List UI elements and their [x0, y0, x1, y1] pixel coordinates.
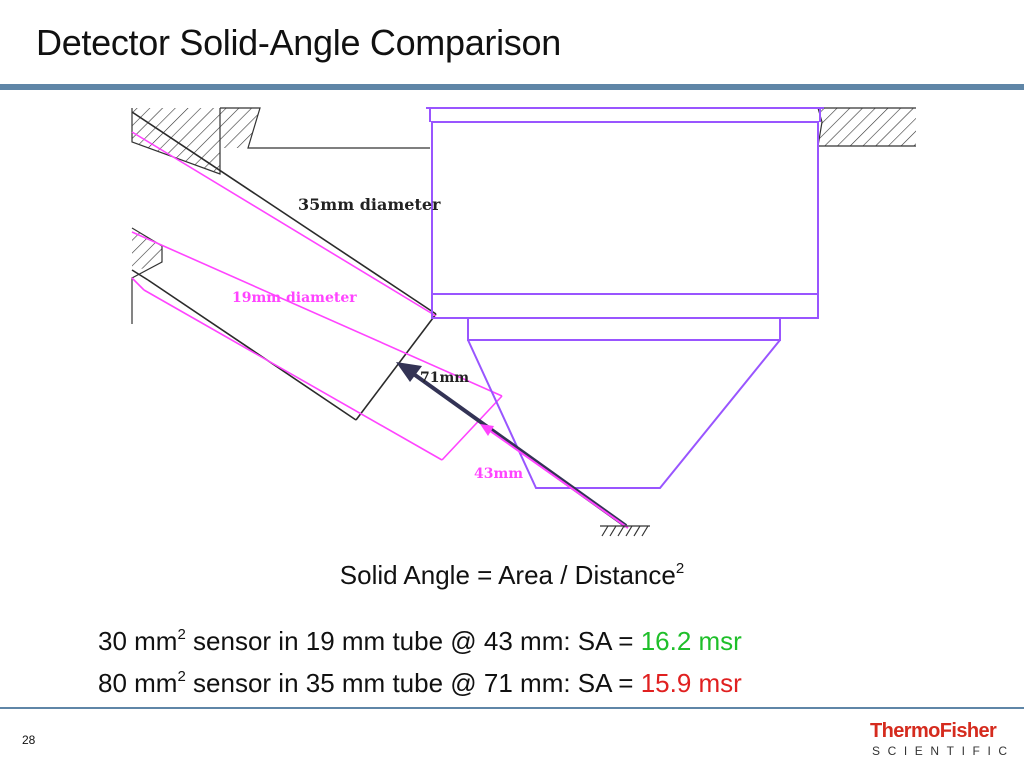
sensor-line-80mm: 80 mm2 sensor in 35 mm tube @ 71 mm: SA … [98, 668, 742, 699]
tube-19mm [131, 131, 503, 461]
detector-diagram: 35mm diameter 19mm diameter 71mm 43mm [131, 107, 916, 537]
formula-superscript: 2 [675, 560, 685, 577]
label-71mm: 71mm [420, 370, 469, 386]
title-rule [0, 84, 1024, 90]
chamber-wall-lower-left [131, 227, 163, 324]
thermofisher-logo: ThermoFisher SCIENTIFIC [868, 720, 1018, 760]
slide-title: Detector Solid-Angle Comparison [36, 22, 561, 63]
sample-ground-symbol [600, 525, 650, 537]
sensor-description: sensor in 35 mm tube @ 71 mm: SA = [185, 668, 641, 698]
pole-piece [426, 107, 824, 489]
chamber-wall-upper-right [817, 107, 916, 147]
sensor-superscript: 2 [177, 668, 186, 685]
sa-value-red: 15.9 msr [640, 668, 742, 698]
label-43mm: 43mm [474, 466, 523, 482]
arrow-43mm [480, 424, 629, 529]
formula-text: Solid Angle = Area / Distance [339, 560, 676, 590]
logo-wordmark: ThermoFisher [870, 720, 997, 742]
sensor-line-30mm: 30 mm2 sensor in 19 mm tube @ 43 mm: SA … [98, 626, 742, 657]
label-35mm-diameter: 35mm diameter [298, 195, 441, 214]
logo-subtext: SCIENTIFIC [872, 744, 1015, 758]
tube-35mm [131, 111, 437, 421]
sensor-prefix: 30 mm [98, 626, 178, 656]
footer-rule [0, 707, 1024, 709]
sensor-superscript: 2 [177, 626, 186, 643]
sensor-description: sensor in 19 mm tube @ 43 mm: SA = [185, 626, 641, 656]
sa-value-green: 16.2 msr [640, 626, 742, 656]
page-number: 28 [22, 733, 36, 747]
solid-angle-formula: Solid Angle = Area / Distance2 [0, 560, 1024, 591]
label-19mm-diameter: 19mm diameter [232, 290, 357, 306]
sensor-prefix: 80 mm [98, 668, 178, 698]
